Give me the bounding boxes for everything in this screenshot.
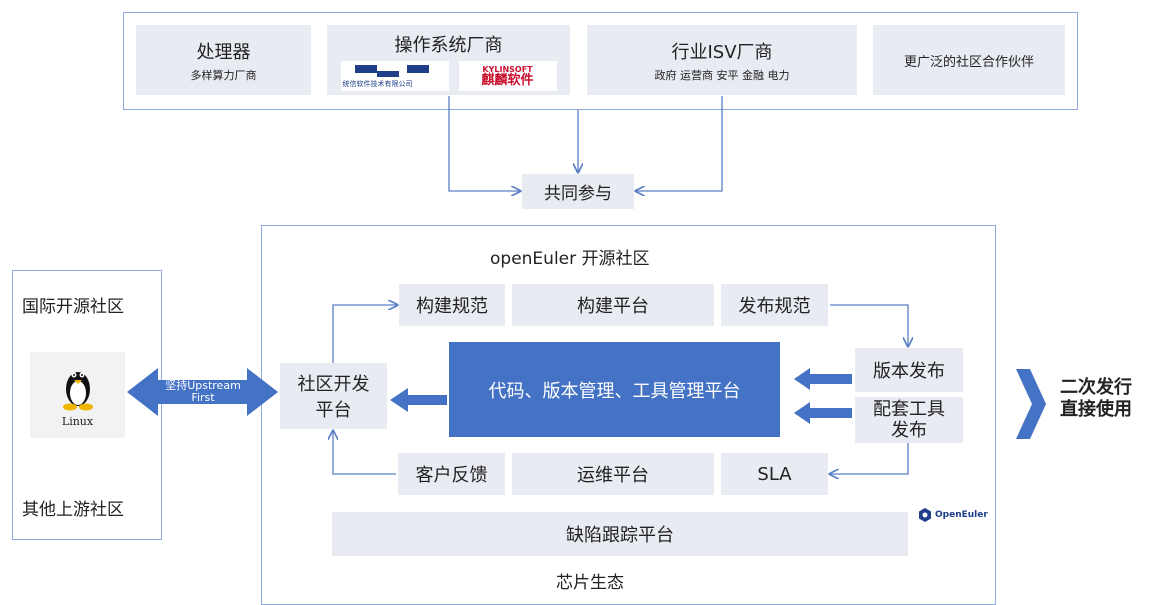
isv-title: 行业ISV厂商 bbox=[671, 41, 773, 63]
arrow-os-to-joint bbox=[448, 96, 520, 191]
os-vendor-box: 操作系统厂商 统信软件技术有限公司 KYLINSOFT 麒麟软件 bbox=[327, 25, 570, 95]
linux-logo: Linux bbox=[30, 352, 125, 438]
arrow-tool-release-to-sla bbox=[830, 443, 909, 474]
isv-box: 行业ISV厂商 政府 运营商 安平 金融 电力 bbox=[587, 25, 857, 95]
community-partner-box: 更广泛的社区合作伙伴 bbox=[873, 25, 1065, 95]
chip-ecosystem: 芯片生态 bbox=[556, 573, 624, 593]
ops-platform-box: 运维平台 bbox=[512, 453, 714, 495]
arrow-isv-to-joint bbox=[636, 96, 723, 191]
international-community-title: 国际开源社区 bbox=[22, 297, 124, 317]
processor-title: 处理器 bbox=[196, 41, 251, 63]
community-partner-title: 更广泛的社区合作伙伴 bbox=[903, 54, 1034, 70]
openeuler-logo: OpenEuler bbox=[918, 508, 988, 522]
processor-subtitle: 多样算力厂商 bbox=[190, 68, 257, 82]
customer-feedback-box: 客户反馈 bbox=[398, 453, 505, 495]
build-platform-box: 构建平台 bbox=[512, 284, 714, 326]
secondary-release-line2: 直接使用 bbox=[1060, 399, 1132, 420]
arrow-version-to-code bbox=[794, 368, 852, 390]
dev-platform-line1: 社区开发 bbox=[297, 374, 370, 395]
tool-release-box: 配套工具 发布 bbox=[855, 397, 963, 443]
upstream-double-arrow bbox=[127, 368, 278, 416]
other-upstream-community: 其他上游社区 bbox=[22, 500, 124, 520]
processor-box: 处理器 多样算力厂商 bbox=[136, 25, 311, 95]
linux-logo-label: Linux bbox=[61, 414, 94, 428]
openeuler-logo-text: OpenEuler bbox=[935, 510, 988, 520]
dev-platform-box: 社区开发 平台 bbox=[280, 363, 387, 429]
upstream-arrow-label: 坚持Upstream First bbox=[153, 380, 253, 404]
tux-penguin-icon bbox=[62, 371, 93, 410]
version-release-box: 版本发布 bbox=[855, 348, 963, 392]
upstream-arrow-label-line1: 坚持Upstream bbox=[165, 379, 241, 392]
joint-participation-box: 共同参与 bbox=[522, 174, 634, 209]
os-logos: 统信软件技术有限公司 KYLINSOFT 麒麟软件 bbox=[340, 61, 557, 91]
arrow-feedback-to-dev bbox=[333, 431, 396, 475]
sla-box: SLA bbox=[721, 453, 828, 495]
release-spec-box: 发布规范 bbox=[721, 284, 828, 326]
uniontech-logo: 统信软件技术有限公司 bbox=[340, 61, 449, 91]
connector-layer bbox=[127, 96, 1046, 592]
isv-subtitle: 政府 运营商 安平 金融 电力 bbox=[654, 68, 790, 82]
tool-release-line2: 发布 bbox=[891, 420, 927, 441]
arrow-code-to-dev bbox=[390, 388, 447, 412]
openeuler-logo-icon bbox=[919, 508, 931, 522]
kylinsoft-logo: KYLINSOFT 麒麟软件 bbox=[458, 61, 557, 91]
arrow-tools-to-code bbox=[794, 402, 852, 424]
arrow-dev-to-build-spec bbox=[332, 305, 397, 363]
secondary-release-line1: 二次发行 bbox=[1060, 377, 1132, 398]
international-community-frame bbox=[12, 270, 162, 540]
kylinsoft-logo-cn: 麒麟软件 bbox=[481, 72, 534, 88]
upstream-arrow-label-line2: First bbox=[191, 391, 215, 404]
arrow-release-spec-to-version bbox=[830, 304, 908, 346]
build-spec-box: 构建规范 bbox=[399, 284, 505, 326]
os-vendor-title: 操作系统厂商 bbox=[394, 35, 503, 56]
tool-release-line1: 配套工具 bbox=[873, 399, 945, 420]
openeuler-community-title: openEuler 开源社区 bbox=[490, 249, 650, 269]
secondary-release-text: 二次发行 直接使用 bbox=[1060, 377, 1132, 421]
bug-tracking-platform: 缺陷跟踪平台 bbox=[332, 512, 908, 556]
code-management-platform: 代码、版本管理、工具管理平台 bbox=[449, 342, 780, 437]
chevron-right-icon bbox=[1016, 369, 1046, 439]
uniontech-logo-text: 统信软件技术有限公司 bbox=[342, 80, 413, 88]
kylinsoft-logo-en: KYLINSOFT bbox=[482, 64, 533, 74]
dev-platform-line2: 平台 bbox=[315, 400, 352, 421]
partners-frame bbox=[123, 12, 1078, 110]
